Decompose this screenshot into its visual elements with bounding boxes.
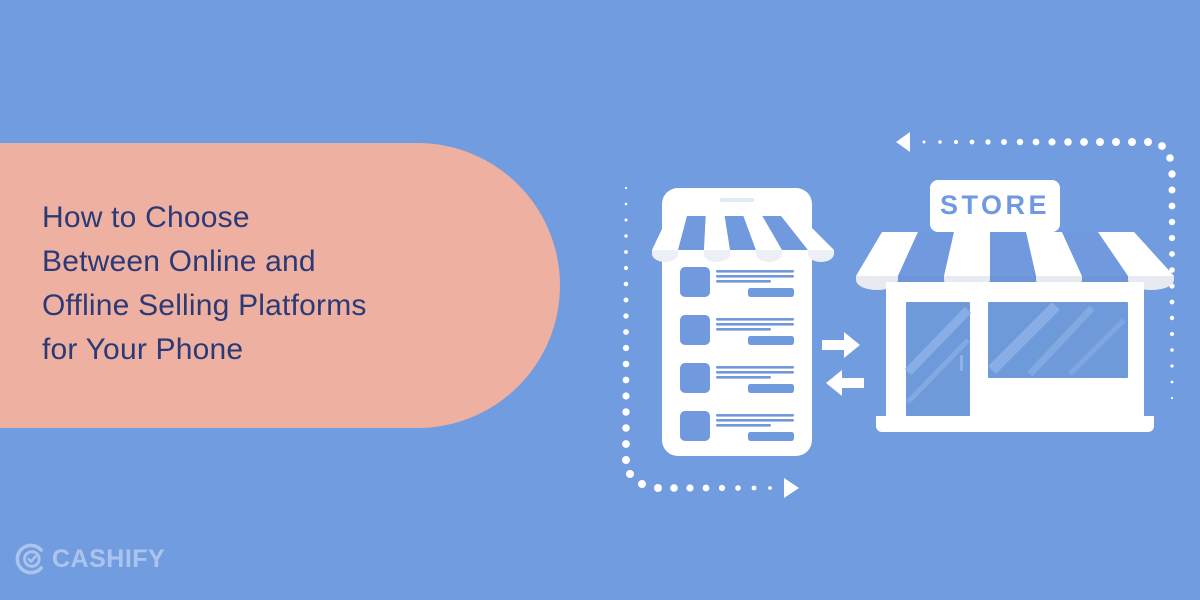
- circle-check-c-icon: [14, 542, 48, 576]
- buy-button: [748, 336, 794, 345]
- title-pill-shape: [0, 143, 560, 428]
- arrow-right-icon: [822, 332, 860, 358]
- arrow-right-head-icon: [784, 478, 799, 498]
- store-base-step: [876, 416, 1154, 432]
- buy-button: [748, 384, 794, 393]
- store-awning: [856, 232, 1174, 290]
- store-door[interactable]: [902, 298, 974, 428]
- flow-dotted-path: [622, 132, 1176, 498]
- list-item[interactable]: [674, 406, 800, 450]
- product-thumb: [680, 363, 710, 393]
- list-item[interactable]: [674, 262, 800, 306]
- cashify-logo[interactable]: CASHIFY: [14, 542, 165, 576]
- offline-store-shop: STORE: [856, 180, 1174, 432]
- product-card-list: [674, 262, 800, 450]
- illustration: STORE: [600, 110, 1200, 530]
- online-store-phone: [652, 188, 834, 456]
- list-item[interactable]: [674, 358, 800, 402]
- product-thumb: [680, 315, 710, 345]
- list-item[interactable]: [674, 310, 800, 354]
- exchange-arrows: [822, 332, 864, 396]
- page-title: How to Choose Between Online and Offline…: [42, 201, 367, 366]
- door-handle: [960, 355, 963, 371]
- store-sign-text: STORE: [940, 190, 1050, 220]
- store-window: [984, 298, 1132, 382]
- arrow-left-head-icon: [896, 132, 910, 152]
- product-thumb: [680, 267, 710, 297]
- buy-button: [748, 288, 794, 297]
- phone-speaker: [720, 198, 754, 202]
- store-sign: STORE: [930, 180, 1060, 242]
- product-thumb: [680, 411, 710, 441]
- buy-button: [748, 432, 794, 441]
- phone-awning: [652, 204, 834, 262]
- arrow-left-icon: [826, 370, 864, 396]
- logo-wordmark: CASHIFY: [52, 544, 166, 573]
